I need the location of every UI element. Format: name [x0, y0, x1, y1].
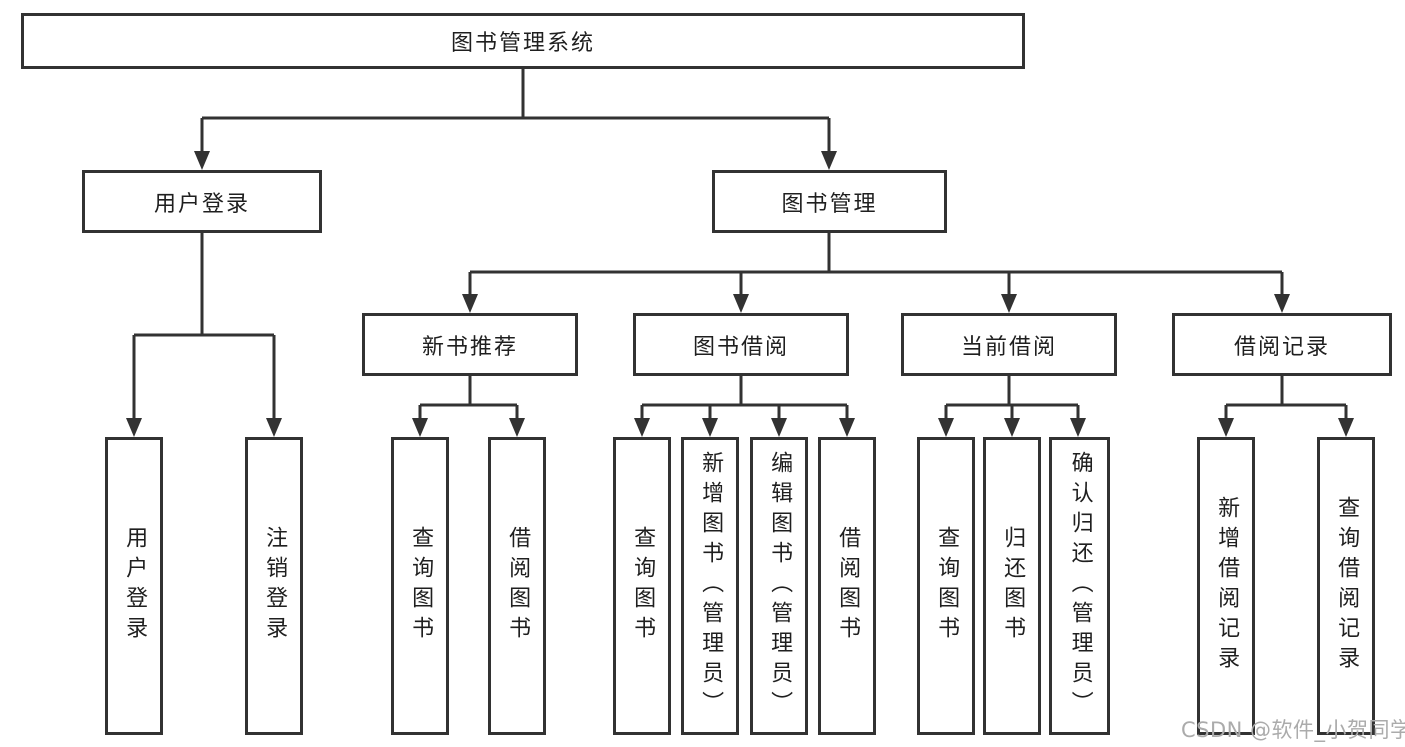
node-leaf-query-borrow-record: 查询借阅记录: [1317, 437, 1375, 735]
leaf-label: 新增图书（管理员）: [698, 451, 724, 721]
node-leaf-confirm-return-admin: 确认归还（管理员）: [1049, 437, 1110, 735]
leaf-label: 查询图书: [408, 526, 434, 646]
leaf-label: 借阅图书: [835, 526, 861, 646]
leaf-label: 注销登录: [262, 526, 288, 646]
node-user-login: 用户登录: [82, 170, 322, 233]
node-leaf-query-books-current: 查询图书: [917, 437, 975, 735]
node-leaf-edit-book-admin: 编辑图书（管理员）: [750, 437, 808, 735]
node-new-book-recommendation: 新书推荐: [362, 313, 578, 376]
leaf-label: 归还图书: [1000, 526, 1026, 646]
leaf-label: 查询图书: [630, 526, 656, 646]
node-leaf-return-books: 归还图书: [983, 437, 1041, 735]
leaf-label: 查询图书: [934, 526, 960, 646]
node-library-management-system: 图书管理系统: [21, 13, 1025, 69]
node-leaf-query-books-recommend: 查询图书: [391, 437, 449, 735]
node-leaf-add-borrow-record: 新增借阅记录: [1197, 437, 1255, 735]
leaf-label: 确认归还（管理员）: [1067, 451, 1093, 721]
node-borrowing-records: 借阅记录: [1172, 313, 1392, 376]
node-leaf-logout: 注销登录: [245, 437, 303, 735]
node-leaf-borrow-books-recommend: 借阅图书: [488, 437, 546, 735]
node-book-borrowing: 图书借阅: [633, 313, 849, 376]
node-leaf-borrow-books-borrowing: 借阅图书: [818, 437, 876, 735]
node-leaf-query-books-borrowing: 查询图书: [613, 437, 671, 735]
node-leaf-add-book-admin: 新增图书（管理员）: [681, 437, 739, 735]
leaf-label: 查询借阅记录: [1334, 496, 1360, 676]
leaf-label: 用户登录: [122, 526, 148, 646]
leaf-label: 编辑图书（管理员）: [767, 451, 793, 721]
csdn-watermark: CSDN @软件_小贺同学: [1181, 718, 1405, 742]
leaf-label: 借阅图书: [505, 526, 531, 646]
node-current-borrowing: 当前借阅: [901, 313, 1117, 376]
node-book-management: 图书管理: [712, 170, 947, 233]
node-leaf-user-login: 用户登录: [105, 437, 163, 735]
leaf-label: 新增借阅记录: [1214, 496, 1240, 676]
